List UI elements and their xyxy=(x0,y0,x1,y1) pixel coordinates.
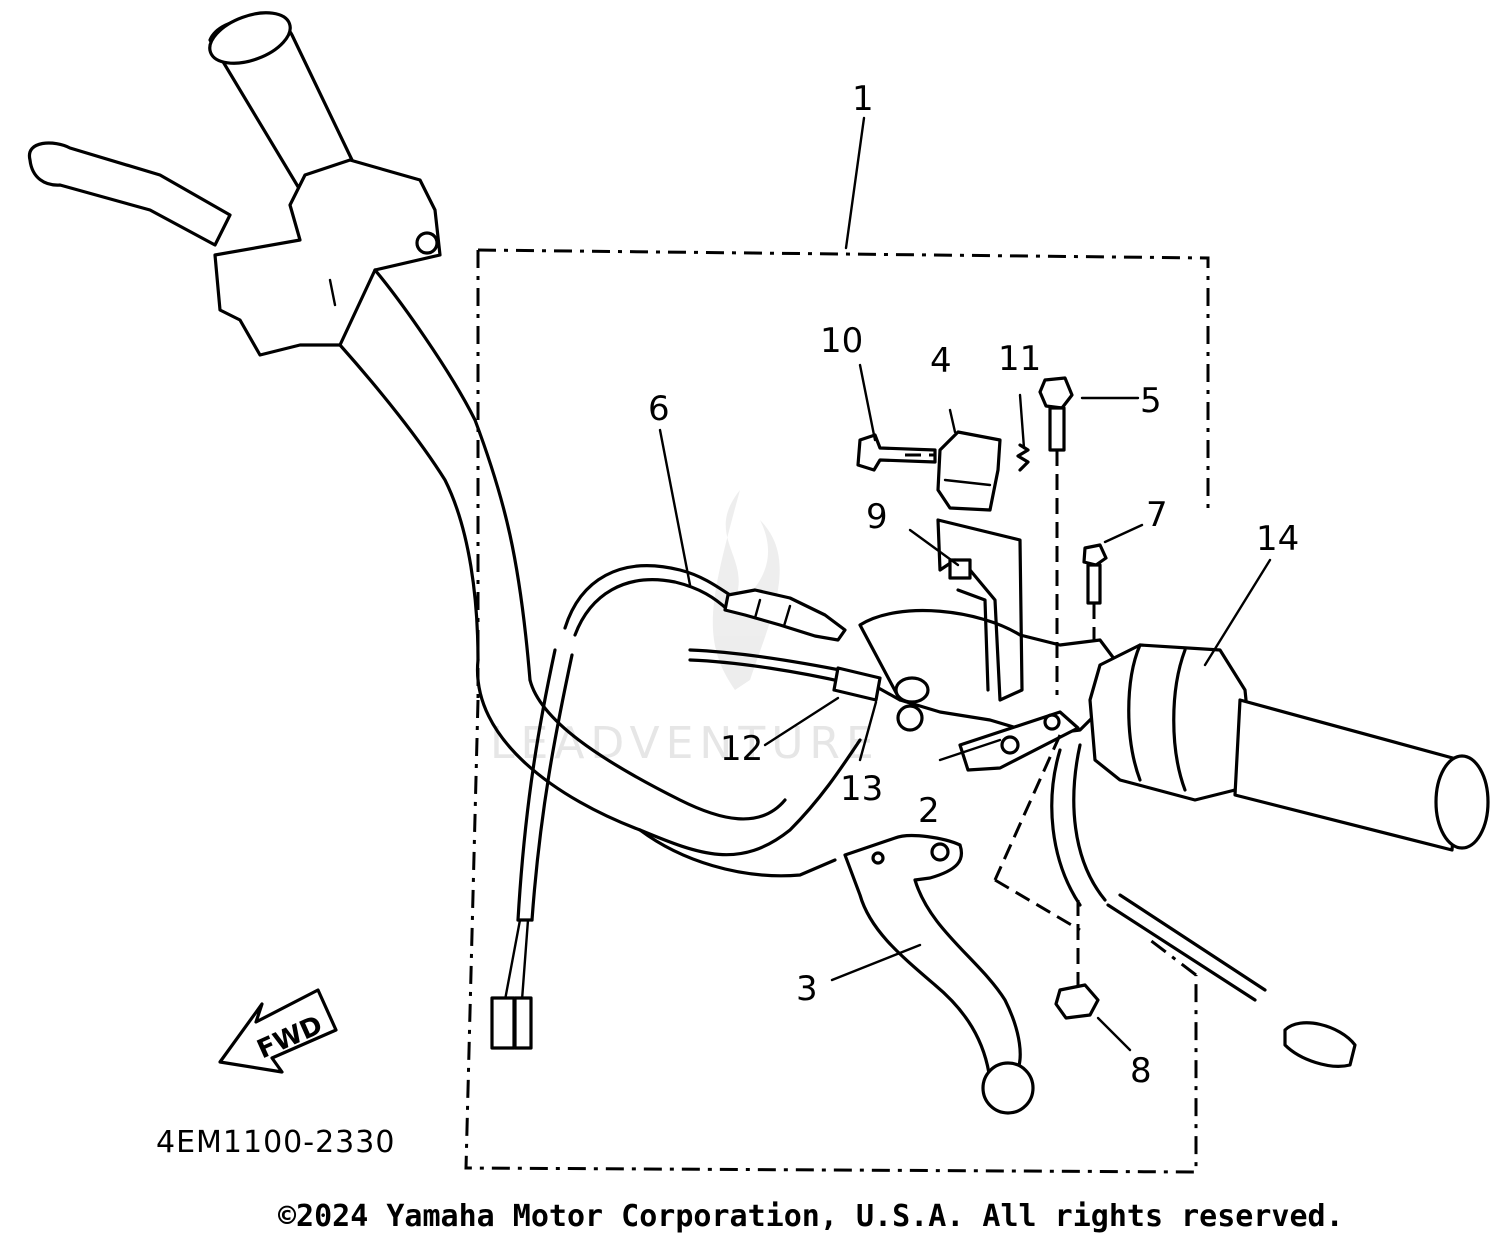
callout-13: 13 xyxy=(840,769,883,809)
callout-4: 4 xyxy=(930,341,952,381)
callout-8: 8 xyxy=(1130,1051,1152,1091)
watermark-flame-icon xyxy=(712,490,780,690)
callout-10: 10 xyxy=(820,321,863,361)
lever-3 xyxy=(843,833,1035,1115)
copyright-notice: ©2024 Yamaha Motor Corporation, U.S.A. A… xyxy=(278,1199,1344,1234)
right-grip-14 xyxy=(1050,643,1490,1068)
cable-6 xyxy=(490,564,902,1050)
fwd-arrow: FWD xyxy=(218,988,338,1074)
callout-6: 6 xyxy=(648,389,670,429)
callout-14: 14 xyxy=(1256,519,1299,559)
lever-holder xyxy=(832,376,1117,1020)
drawing-code: 4EM1100-2330 xyxy=(156,1125,395,1160)
assembly-boundary xyxy=(464,248,1210,1174)
callout-7: 7 xyxy=(1146,495,1168,535)
callout-3: 3 xyxy=(796,969,818,1009)
callout-12: 12 xyxy=(720,729,763,769)
callout-11: 11 xyxy=(998,339,1041,379)
watermark-text: LEADVENTURE xyxy=(490,718,880,769)
left-handlebar xyxy=(27,11,862,878)
leader-lines xyxy=(658,116,1272,1052)
callout-1: 1 xyxy=(852,79,874,119)
callout-9: 9 xyxy=(866,497,888,537)
callout-5: 5 xyxy=(1140,381,1162,421)
callout-2: 2 xyxy=(918,791,940,831)
callouts: 1 2 3 4 5 6 7 8 9 10 11 12 13 14 xyxy=(648,79,1299,1091)
